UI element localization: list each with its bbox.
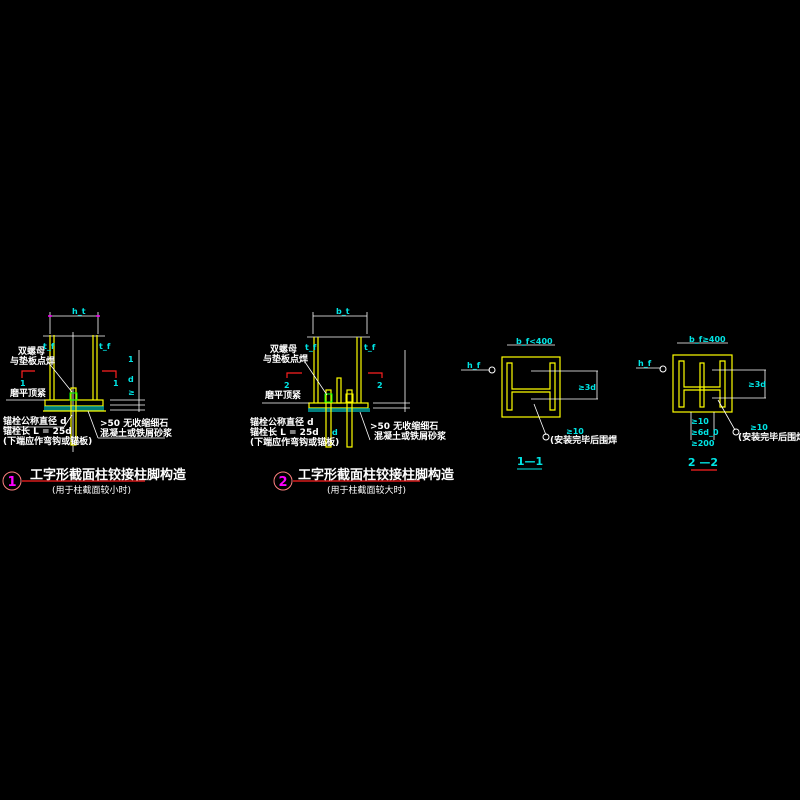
weld-note: ≥10 — [750, 423, 768, 432]
flange-label: t_f — [99, 342, 111, 351]
nut — [324, 393, 333, 403]
base-plate — [44, 399, 104, 407]
section-mark-label: 2 — [377, 381, 383, 390]
nut — [69, 392, 78, 401]
section-mark-right — [102, 370, 117, 378]
section-mark-label: 1 — [20, 379, 26, 388]
install-note: (安装完毕后围焊 — [738, 431, 800, 443]
detail-number-circle — [2, 471, 22, 491]
detail-number: 2 — [278, 475, 287, 490]
flange-label: t_f — [305, 343, 317, 352]
section-mark-left — [286, 372, 302, 378]
nut-note: 与垫板点焊 — [263, 353, 308, 365]
bolt-note: 锚栓公称直径 d — [3, 415, 67, 427]
dim-label: ≥6d_0 — [691, 428, 719, 437]
grind-note: 磨平顶紧 — [264, 389, 301, 401]
grout-note: >50 无收缩细石 — [370, 420, 438, 432]
column-flanges — [313, 337, 362, 403]
base-plate-outline — [501, 356, 561, 418]
dim-label: ≥ — [128, 388, 135, 397]
section-mark-left — [21, 370, 35, 378]
detail-1: h_t t_f t_f 1 1 双螺母 与垫板点焊 磨平顶紧 锚栓公称直径 d … — [2, 307, 187, 496]
detail-subtitle: (用于柱截面较大时) — [327, 484, 406, 496]
grind-note: 磨平顶紧 — [9, 387, 46, 399]
column-flanges — [49, 335, 98, 400]
flange-label: t_f — [43, 342, 55, 351]
stiffener — [336, 377, 342, 404]
bolt-note: (下端应作弯钩或锚板) — [250, 436, 339, 448]
dim-label: b_t — [336, 307, 350, 316]
bolt-note: 锚栓公称直径 d — [250, 416, 314, 428]
detail-title: 工字形截面柱铰接柱脚构造 — [298, 467, 455, 483]
i-section — [506, 362, 556, 411]
section-title: 1—1 — [517, 455, 543, 468]
install-note: (安装完毕后围焊 — [550, 434, 617, 446]
nut-note: 与垫板点焊 — [10, 355, 55, 367]
nut-note: 双螺母 — [18, 345, 45, 357]
weld-label: h_f — [638, 359, 652, 368]
i-section — [678, 360, 726, 408]
section-mark-right — [368, 372, 383, 378]
dim-label: b_f≥400 — [689, 335, 726, 344]
section-2-2: b_f≥400 ≥3d h_f ≥10 ≥6d_0 ≥200 ≥10 (安装完毕… — [636, 335, 800, 471]
dim-label: ≥200 — [691, 439, 715, 448]
base-plate-outline — [672, 354, 733, 413]
detail-number: 1 — [7, 475, 16, 490]
section-mark-label: 2 — [284, 381, 290, 390]
bolt-note: 锚栓长 L = 25d — [250, 426, 319, 438]
grout-note: 混凝土或铁屑砂浆 — [100, 427, 173, 439]
weld-note: ≥10 — [566, 427, 584, 436]
detail-2: b_t t_f t_f 2 2 双螺母 与垫板点焊 磨平顶紧 锚栓公称直径 d … — [250, 307, 455, 496]
dim-label: d — [332, 428, 338, 437]
grout-note: 混凝土或铁屑砂浆 — [374, 430, 447, 442]
dim-label: h_t — [72, 307, 86, 316]
detail-subtitle: (用于柱截面较小时) — [52, 484, 131, 496]
grout-layer — [308, 408, 370, 412]
section-1-1: b_f<400 ≥3d h_f ≥10 (安装完毕后围焊 1—1 — [461, 337, 617, 470]
detail-number-circle — [273, 471, 293, 491]
anchor-bolt — [346, 389, 353, 448]
detail-title: 工字形截面柱铰接柱脚构造 — [30, 467, 187, 483]
grout-note: >50 无收缩细石 — [100, 417, 168, 429]
dim-label: ≥10 — [691, 417, 709, 426]
section-mark-label: 1 — [113, 379, 119, 388]
base-plate — [308, 402, 369, 409]
bolt-note: (下端应作弯钩或锚板) — [3, 435, 92, 447]
dim-label: ≥3d — [748, 380, 766, 389]
stiffener — [699, 362, 705, 408]
dim-label: b_f<400 — [516, 337, 553, 346]
weld-label: h_f — [467, 361, 481, 370]
grout-layer — [44, 406, 104, 411]
dim-label: ≥3d — [578, 383, 596, 392]
anchor-bolt — [325, 389, 332, 448]
bolt-note: 锚栓长 L = 25d — [3, 425, 72, 437]
flange-label: t_f — [364, 343, 376, 352]
dim-label: 1 — [128, 355, 134, 364]
nut-note: 双螺母 — [270, 343, 297, 355]
nut — [345, 393, 354, 403]
section-title: 2 —2 — [688, 456, 718, 469]
dim-label: d — [128, 375, 134, 384]
